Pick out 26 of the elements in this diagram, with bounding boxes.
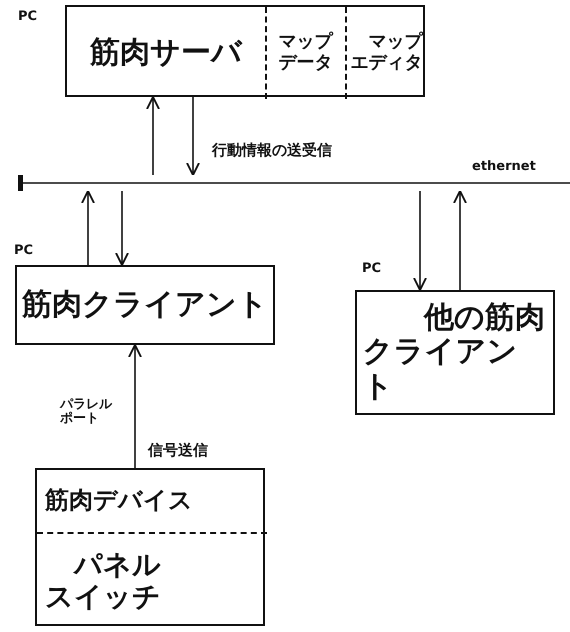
- arrow: [413, 191, 427, 291]
- outline-box: [35, 468, 265, 626]
- box-label: 筋肉クライアント: [22, 288, 268, 322]
- node-caption: ethernet: [472, 160, 536, 175]
- arrow: [146, 96, 160, 175]
- box-label: マップエディタ: [350, 32, 424, 74]
- node-caption: PC: [18, 10, 38, 25]
- box-label: マップデータ: [278, 32, 334, 74]
- edge-label: 行動情報の送受信: [212, 142, 332, 160]
- arrow: [81, 190, 95, 265]
- arrow: [128, 344, 142, 468]
- arrow: [186, 97, 200, 176]
- node-caption: PC: [14, 244, 34, 259]
- port-label: パラレルポート: [60, 398, 114, 427]
- box-label: 筋肉サーバ: [90, 36, 242, 70]
- box-label: 他の筋肉クライアント: [362, 300, 546, 404]
- outline-box: [65, 5, 425, 97]
- arrow: [453, 190, 467, 290]
- arrow: [115, 191, 129, 266]
- network-bus: [18, 175, 570, 191]
- edge-label: 信号送信: [148, 442, 208, 460]
- process-box: [355, 290, 555, 415]
- box-label: パネルスイッチ: [45, 548, 162, 614]
- process-box: [15, 265, 275, 345]
- box-label: 筋肉デバイス: [45, 487, 193, 515]
- node-caption: PC: [362, 262, 382, 277]
